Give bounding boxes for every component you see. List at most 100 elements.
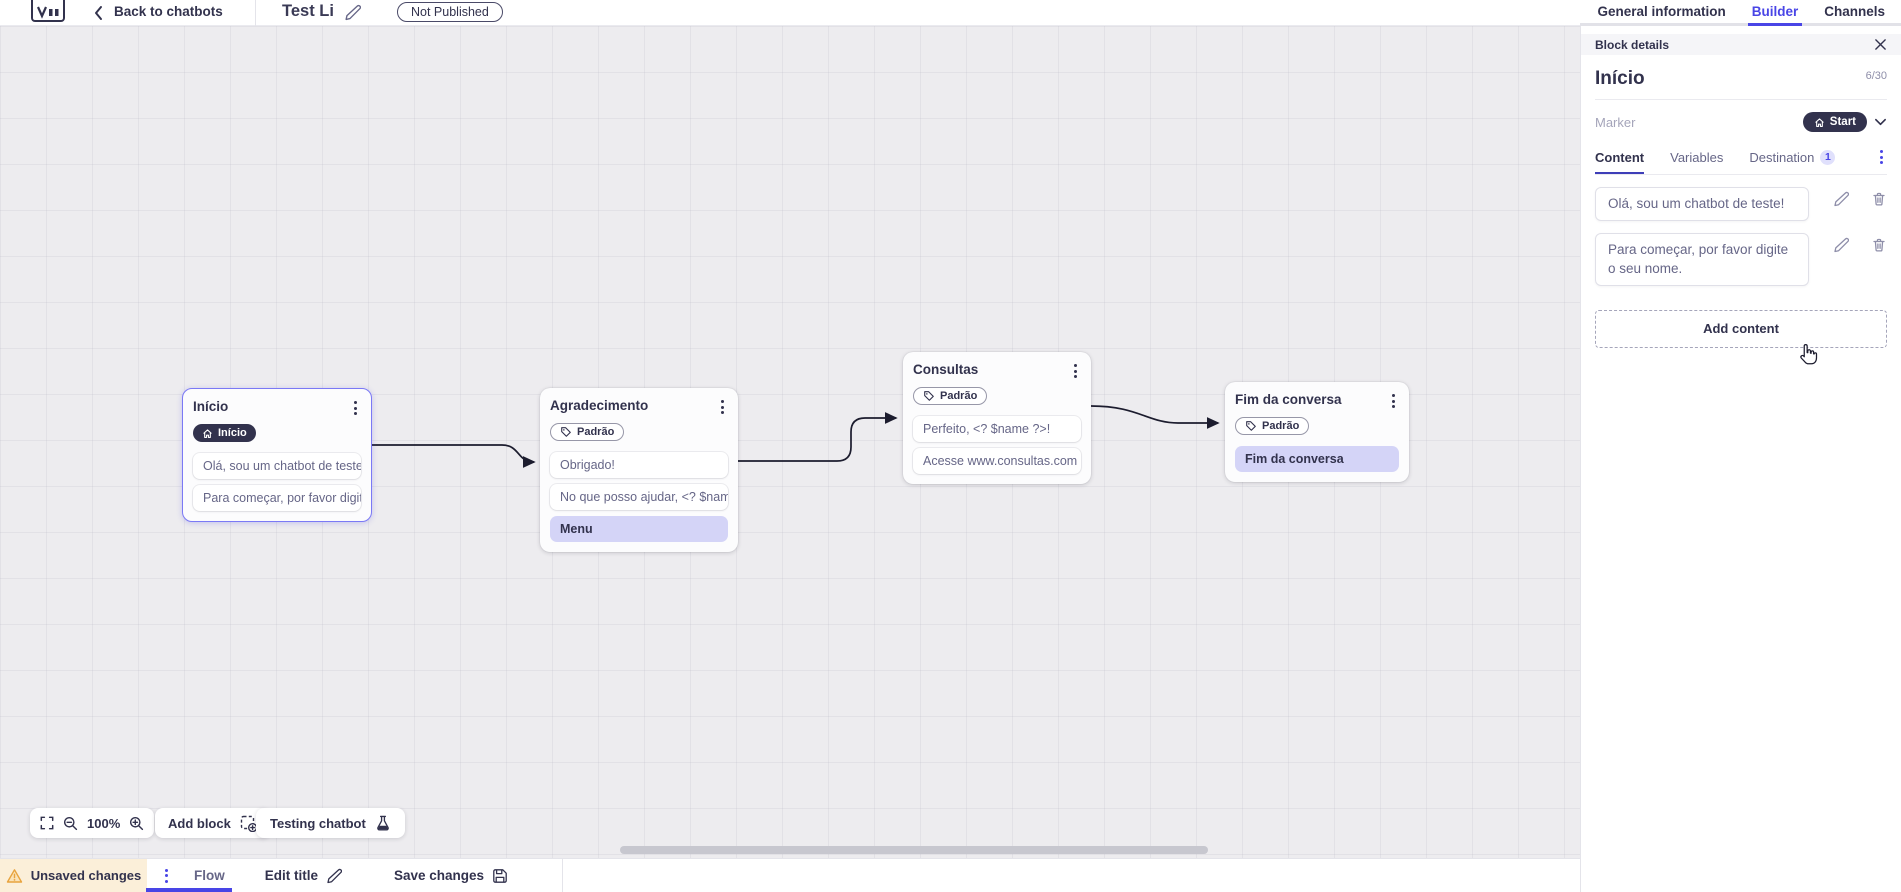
panel-menu-icon[interactable] [1876,148,1887,166]
node-menu-icon[interactable] [1070,362,1081,380]
flow-node-inicio[interactable]: Início Início Olá, sou um chatbot de tes… [182,388,372,522]
message-text-field[interactable]: Olá, sou um chatbot de teste! [1595,187,1809,221]
zoom-controls: 100% [30,808,155,838]
edit-message-icon[interactable] [1833,191,1849,207]
destination-count-badge: 1 [1820,149,1836,165]
home-icon [202,428,213,439]
node-end-row[interactable]: Fim da conversa [1235,446,1399,472]
zoom-in-icon[interactable] [129,816,144,831]
node-message[interactable]: Perfeito, <? $name ?>! [913,416,1081,442]
content-row: Para começar, por favor digite o seu nom… [1595,232,1887,286]
node-message[interactable]: Acesse www.consultas.com par... [913,448,1081,474]
tab-content[interactable]: Content [1595,149,1645,174]
fullscreen-icon[interactable] [40,816,54,830]
back-to-chatbots-link[interactable]: Back to chatbots [114,4,223,19]
add-content-button[interactable]: Add content [1595,309,1887,348]
add-block-button[interactable]: Add block [155,808,270,838]
tab-builder[interactable]: Builder [1747,4,1802,26]
flow-canvas[interactable]: Início Início Olá, sou um chatbot de tes… [0,26,1580,858]
edit-message-icon[interactable] [1833,237,1849,253]
edit-title-button[interactable]: Edit title [265,868,342,884]
save-changes-label: Save changes [394,868,485,883]
panel-tabs: Content Variables Destination 1 [1595,148,1887,175]
bottombar-divider [562,858,564,892]
badge-label: Padrão [1262,420,1300,432]
node-title: Início [193,399,229,414]
panel-header-title: Block details [1595,37,1670,52]
tab-flow[interactable]: Flow [194,868,225,883]
zoom-out-icon[interactable] [63,816,78,831]
flow-node-fim[interactable]: Fim da conversa Padrão Fim da conversa [1225,382,1409,482]
message-text-field[interactable]: Para começar, por favor digite o seu nom… [1595,232,1809,286]
flow-menu-icon[interactable] [161,867,172,885]
add-block-icon [240,815,257,832]
marker-label: Marker [1595,114,1636,130]
block-details-panel: Block details Início 6/30 Marker [1580,26,1901,892]
warning-icon [6,868,23,884]
node-title: Agradecimento [550,398,649,413]
top-bar: Back to chatbots Test Li Not Published [0,0,1580,26]
back-arrow-icon[interactable] [92,5,106,21]
panel-header: Block details [1581,34,1901,55]
tag-icon [1245,420,1257,432]
edit-title-pencil-icon[interactable] [344,4,361,21]
char-counter: 6/30 [1865,70,1887,82]
node-menu-icon[interactable] [717,398,728,416]
bottom-bar: Unsaved changes Flow Edit title Save cha… [0,858,1580,892]
node-menu-icon[interactable] [1388,392,1399,410]
home-icon [1814,117,1825,128]
padrao-tag-badge: Padrão [550,423,625,441]
node-menu-icon[interactable] [350,399,361,417]
flask-icon [375,815,391,832]
zoom-level: 100% [87,815,121,831]
topbar-divider [255,0,256,26]
publish-status-badge: Not Published [397,2,503,22]
add-block-label: Add block [168,815,231,831]
marker-value: Start [1829,116,1856,128]
edit-title-label: Edit title [264,868,318,883]
tab-channels[interactable]: Channels [1824,4,1885,19]
testing-chatbot-label: Testing chatbot [270,815,366,831]
unsaved-changes-label: Unsaved changes [30,868,142,883]
tag-icon [560,426,572,438]
node-menu-row[interactable]: Menu [550,516,728,542]
flow-node-consultas[interactable]: Consultas Padrão Perfeito, <? $name ?>! … [903,352,1091,484]
tab-variables[interactable]: Variables [1670,149,1724,165]
flow-node-agradecimento[interactable]: Agradecimento Padrão Obrigado! No que po… [540,388,738,552]
builder-nav-tabs: General information Builder Channels [1580,0,1901,26]
close-icon[interactable] [1874,38,1887,51]
node-title: Consultas [913,362,979,377]
node-message[interactable]: No que posso ajudar, <? $name ... [550,484,728,510]
node-message[interactable]: Para começar, por favor digite o ... [193,484,361,511]
chatbot-title[interactable]: Test Li [282,2,334,20]
tab-destination-label: Destination [1749,149,1815,165]
save-changes-button[interactable]: Save changes [394,868,508,884]
chevron-down-icon [1874,116,1887,128]
pencil-icon [326,868,342,884]
start-marker-pill: Start [1802,112,1867,132]
unsaved-changes-indicator: Unsaved changes [0,859,147,892]
mouse-cursor-icon [1797,342,1820,369]
padrao-tag-badge: Padrão [1235,417,1310,435]
badge-label: Início [218,427,247,439]
testing-chatbot-button[interactable]: Testing chatbot [256,808,405,838]
tab-destination[interactable]: Destination 1 [1749,149,1836,165]
node-message[interactable]: Obrigado! [550,452,728,478]
block-name-field[interactable]: Início [1595,68,1645,89]
marker-select[interactable]: Start [1802,112,1887,132]
horizontal-scrollbar[interactable] [620,846,1208,854]
tab-general-information[interactable]: General information [1597,4,1726,19]
app-logo-icon[interactable] [30,0,66,23]
badge-label: Padrão [940,390,978,402]
node-title: Fim da conversa [1235,392,1342,407]
save-icon [492,868,508,884]
badge-label: Padrão [577,426,615,438]
delete-message-icon[interactable] [1871,237,1887,253]
content-row: Olá, sou um chatbot de teste! [1595,187,1887,221]
start-marker-badge: Início [193,424,256,442]
tag-icon [923,390,935,402]
node-message[interactable]: Olá, sou um chatbot de teste! [193,452,361,479]
delete-message-icon[interactable] [1871,191,1887,207]
flow-tab-underline [146,888,232,892]
